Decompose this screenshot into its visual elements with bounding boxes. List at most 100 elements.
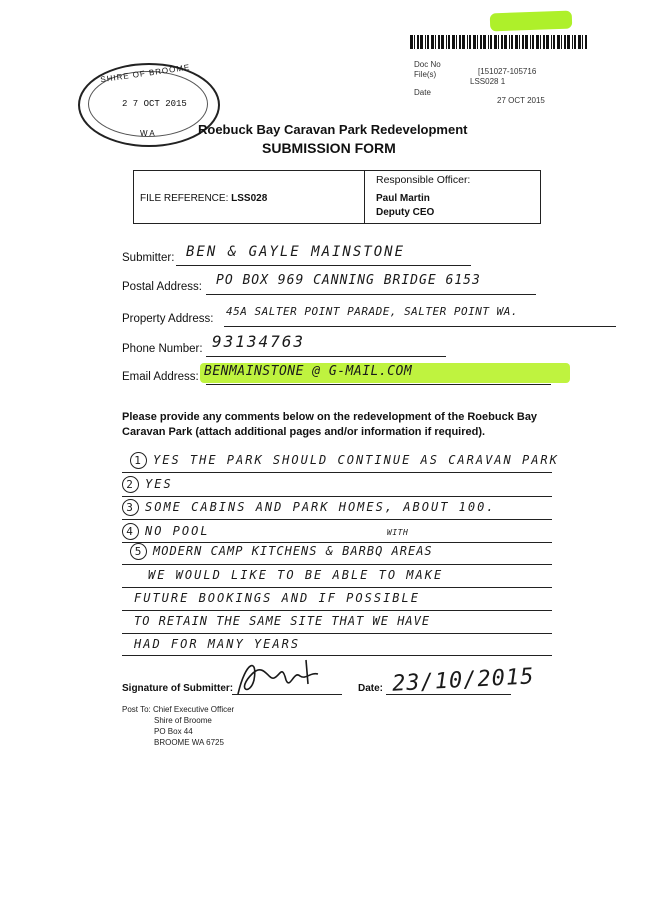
barcode-bar bbox=[515, 35, 518, 49]
comment-rule bbox=[122, 610, 552, 611]
barcode-bar bbox=[504, 35, 507, 49]
barcode-bar bbox=[522, 35, 524, 49]
comment-text: TO RETAIN THE SAME SITE THAT WE HAVE bbox=[134, 614, 431, 628]
barcode-bar bbox=[561, 35, 562, 49]
comment-text: NO POOL bbox=[145, 524, 210, 538]
officer-title: Deputy CEO bbox=[376, 207, 435, 218]
comment-rule bbox=[122, 564, 552, 565]
barcode-bar bbox=[410, 35, 413, 49]
signature-scribble bbox=[237, 659, 319, 695]
comment-text: YES bbox=[145, 477, 173, 491]
submitter-value: BEN & GAYLE MAINSTONE bbox=[186, 244, 406, 260]
post-to-block: Post To: Chief Executive Officer Shire o… bbox=[122, 704, 234, 748]
barcode-bar bbox=[462, 35, 465, 49]
barcode-bar bbox=[427, 35, 429, 49]
comment-number: 4 bbox=[122, 523, 139, 540]
files-value: LSS028 1 bbox=[470, 77, 506, 86]
barcode-bar bbox=[417, 35, 419, 49]
file-reference-box: FILE REFERENCE: LSS028 Responsible Offic… bbox=[133, 170, 541, 224]
officer-label: Responsible Officer: bbox=[376, 174, 471, 186]
officer-name: Paul Martin bbox=[376, 193, 430, 204]
barcode-bar bbox=[551, 35, 552, 49]
instructions-text: Please provide any comments below on the… bbox=[122, 411, 538, 438]
property-line bbox=[224, 326, 616, 327]
comment-line-4: 4 NO POOL bbox=[122, 523, 210, 540]
barcode-bar bbox=[438, 35, 440, 49]
stamp-date: 2 7 OCT 2015 bbox=[122, 99, 187, 109]
comment-rule bbox=[122, 655, 552, 656]
highlighter-mark bbox=[489, 10, 573, 32]
barcode-bar bbox=[519, 35, 520, 49]
comment-text: SOME CABINS AND PARK HOMES, ABOUT 100. bbox=[145, 500, 496, 514]
signature-label: Signature of Submitter: bbox=[122, 683, 234, 694]
email-value: BENMAINSTONE @ G-MAIL.COM bbox=[204, 364, 413, 379]
barcode-bar bbox=[578, 35, 581, 49]
postal-value: PO BOX 969 CANNING BRIDGE 6153 bbox=[216, 273, 481, 288]
comment-rule bbox=[122, 519, 552, 520]
barcode-bar bbox=[543, 35, 545, 49]
barcode-bar bbox=[473, 35, 476, 49]
file-ref-value: LSS028 bbox=[231, 193, 268, 204]
doc-no-label: Doc No bbox=[414, 60, 441, 69]
property-label: Property Address: bbox=[122, 313, 214, 325]
barcode-bar bbox=[477, 35, 478, 49]
property-value: 45A SALTER POINT PARADE, SALTER POINT WA… bbox=[226, 305, 519, 318]
post-to-label: Post To: bbox=[122, 705, 151, 714]
email-label: Email Address: bbox=[122, 371, 199, 383]
postal-label: Postal Address: bbox=[122, 281, 202, 293]
signature-date-value: 23/10/2015 bbox=[391, 664, 536, 697]
barcode-bar bbox=[585, 35, 587, 49]
signature-line bbox=[232, 694, 342, 695]
comment-number: 2 bbox=[122, 476, 139, 493]
phone-line bbox=[206, 356, 446, 357]
barcode-bar bbox=[448, 35, 450, 49]
page-title: Roebuck Bay Caravan Park Redevelopment bbox=[198, 122, 468, 137]
comment-line-6: WE WOULD LIKE TO BE ABLE TO MAKE bbox=[148, 568, 443, 582]
comment-insert: WITH bbox=[387, 528, 409, 537]
comment-rule bbox=[122, 472, 552, 473]
barcode-bar bbox=[431, 35, 434, 49]
barcode-bar bbox=[446, 35, 447, 49]
barcode-bar bbox=[572, 35, 573, 49]
barcode-bar bbox=[452, 35, 455, 49]
phone-value: 93134763 bbox=[212, 332, 306, 351]
comment-rule bbox=[122, 587, 552, 588]
comment-text: HAD FOR MANY YEARS bbox=[134, 637, 301, 651]
barcode-bar bbox=[574, 35, 576, 49]
email-line bbox=[206, 384, 551, 385]
comment-rule bbox=[122, 496, 552, 497]
barcode-bar bbox=[536, 35, 539, 49]
barcode-bar bbox=[420, 35, 423, 49]
comment-line-3: 3 SOME CABINS AND PARK HOMES, ABOUT 100. bbox=[122, 499, 496, 516]
barcode-bar bbox=[467, 35, 468, 49]
comment-line-9: HAD FOR MANY YEARS bbox=[134, 637, 300, 651]
comment-rule bbox=[122, 633, 552, 634]
barcode-bar bbox=[546, 35, 549, 49]
barcode-bar bbox=[414, 35, 415, 49]
barcode-bar bbox=[490, 35, 492, 49]
barcode-bar bbox=[425, 35, 426, 49]
barcode-bar bbox=[525, 35, 528, 49]
barcode-bar bbox=[456, 35, 457, 49]
barcode-bar bbox=[582, 35, 583, 49]
date-value: 27 OCT 2015 bbox=[497, 96, 545, 105]
barcode-bar bbox=[469, 35, 471, 49]
barcode-bar bbox=[483, 35, 486, 49]
barcode-bar bbox=[511, 35, 513, 49]
submitter-label: Submitter: bbox=[122, 252, 175, 264]
shire-stamp: SHIRE OF BROOME 2 7 OCT 2015 W A bbox=[78, 63, 220, 147]
barcode-bar bbox=[567, 35, 570, 49]
barcode-bar bbox=[557, 35, 560, 49]
comment-text: WE WOULD LIKE TO BE ABLE TO MAKE bbox=[148, 568, 444, 582]
ref-divider bbox=[364, 171, 365, 223]
post-to-line-4: BROOME WA 6725 bbox=[154, 738, 224, 747]
comment-number: 1 bbox=[130, 452, 147, 469]
stamp-bottom-text: W A bbox=[140, 129, 155, 138]
signature-date-label: Date: bbox=[358, 683, 384, 694]
post-to-line-2: Shire of Broome bbox=[154, 716, 212, 725]
signature-date-line bbox=[386, 694, 511, 695]
barcode-bar bbox=[480, 35, 482, 49]
comment-number: 3 bbox=[122, 499, 139, 516]
